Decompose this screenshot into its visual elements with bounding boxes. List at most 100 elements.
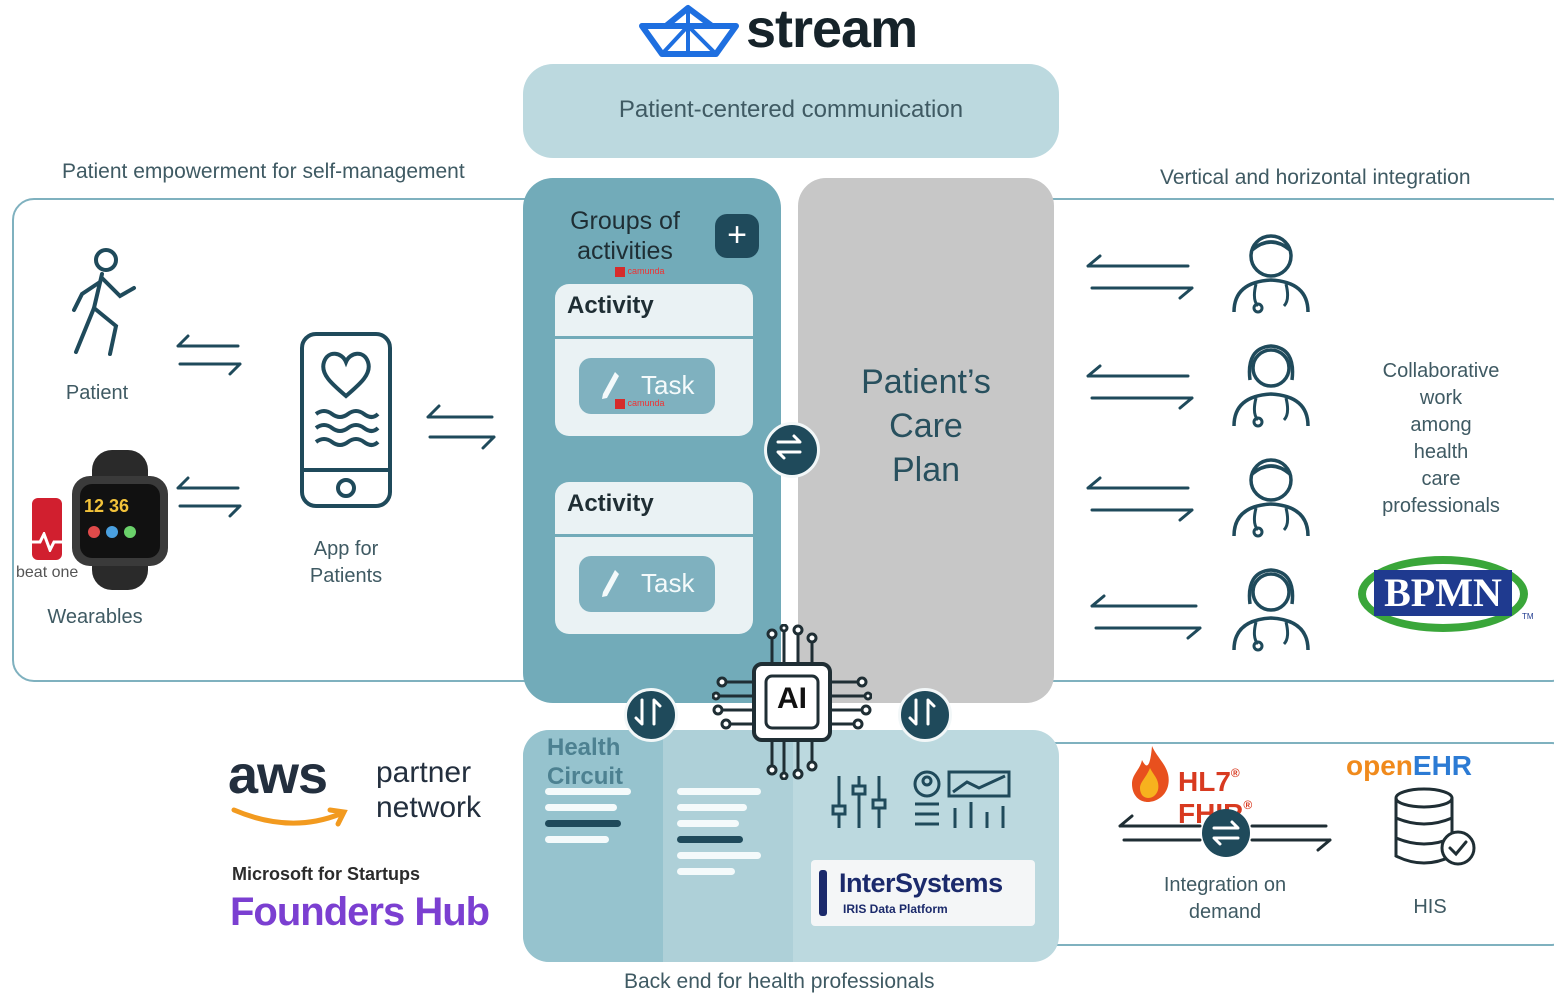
his-label: HIS — [1413, 896, 1447, 918]
care-plan-title: Patient’s Care Plan — [798, 360, 1054, 493]
patient-label: Patient — [65, 382, 129, 404]
right-section-title: Vertical and horizontal integration — [1160, 166, 1471, 189]
doctor-male-icon — [1232, 234, 1310, 314]
bpmn-tm: TM — [1522, 612, 1534, 621]
beat-one-logo: beat one — [14, 496, 94, 586]
bpmn-text: BPMN — [1374, 570, 1512, 616]
professionals-arrows — [1084, 250, 1204, 650]
sync-vertical-left-button[interactable] — [624, 688, 678, 742]
openehr-ehr-text: EHR — [1412, 750, 1473, 781]
sync-vertical-right-button[interactable] — [898, 688, 952, 742]
activity-header: Activity — [567, 292, 654, 319]
task-button[interactable]: Task — [579, 358, 715, 414]
app-label-line1: App for — [313, 538, 379, 560]
backend-footer-label: Back end for health professionals — [624, 970, 935, 993]
exchange-arrows-icon — [1086, 364, 1194, 410]
integration-line2: demand — [1188, 901, 1262, 923]
paper-boat-icon — [639, 5, 739, 57]
openehr-open-text: open — [1346, 750, 1413, 781]
left-section-title: Patient empowerment for self-management — [62, 160, 465, 183]
patient-centered-title: Patient-centered communication — [618, 96, 964, 123]
task-label: Task — [641, 568, 695, 598]
add-group-button[interactable]: + — [715, 214, 759, 258]
exchange-arrows-icon — [426, 404, 496, 450]
aws-partner-text: partner network — [376, 756, 481, 825]
exchange-arrows-icon — [1090, 594, 1202, 640]
task-button[interactable]: Task — [579, 556, 715, 612]
sync-button[interactable] — [764, 422, 820, 478]
database-check-icon — [1394, 787, 1476, 866]
swap-vertical-icon — [908, 698, 936, 726]
health-circuit-title: Health Circuit — [547, 734, 623, 792]
collab-line5: care — [1421, 468, 1461, 490]
patient-centered-box: Patient-centered communication — [523, 64, 1059, 158]
doctor-male-icon — [1232, 458, 1310, 538]
care-plan-line3: Plan — [891, 451, 961, 490]
doctor-female-icon — [1232, 344, 1310, 428]
camunda-text: camunda — [627, 266, 665, 276]
wearables-label: Wearables — [47, 606, 143, 628]
aws-smile-icon — [231, 807, 348, 827]
activity-header: Activity — [567, 490, 654, 517]
intersystems-text: InterSystems — [839, 868, 1003, 898]
activity-card[interactable]: Activity Task camunda — [555, 284, 753, 436]
exchange-arrows-icon — [1086, 476, 1194, 522]
exchange-arrows-icon — [176, 334, 242, 376]
activity-card[interactable]: Activity Task — [555, 482, 753, 634]
care-plan-panel: Patient’s Care Plan — [798, 178, 1054, 703]
groups-title-line1: Groups of — [570, 207, 680, 235]
doctor-female-icon — [1232, 568, 1310, 652]
pencil-icon — [602, 372, 619, 399]
integration-line1: Integration on — [1163, 874, 1287, 896]
beat-one-text: beat one — [16, 564, 79, 581]
running-person-icon — [72, 248, 136, 356]
groups-title-line2: activities — [577, 237, 673, 265]
flame-icon — [1132, 746, 1169, 802]
aws-text: aws — [228, 745, 328, 805]
heartbeat-icon — [28, 532, 68, 552]
camunda-badge: camunda — [615, 398, 665, 409]
iris-text: IRIS Data Platform — [843, 902, 948, 916]
collaborative-work-label: Collaborative work among health care pro… — [1360, 358, 1522, 520]
exchange-arrows-icon — [1086, 254, 1194, 300]
openehr-logo: openEHR — [1346, 750, 1472, 782]
hl7-text: HL7 — [1178, 766, 1231, 797]
ms-startups-text: Microsoft for Startups — [232, 864, 421, 884]
exchange-arrows-icon — [176, 476, 242, 518]
sliders-icon — [831, 776, 887, 828]
backend-panel: Health Circuit InterSystems IRIS Data Pl… — [523, 730, 1059, 962]
partner-line: partner — [376, 756, 472, 789]
app-label-line2: Patients — [309, 565, 383, 587]
brand-logo: stream — [636, 0, 936, 64]
swap-vertical-icon — [634, 698, 662, 726]
watch-time: 12 36 — [84, 496, 130, 516]
app-label: App for Patients — [286, 536, 406, 590]
collab-line1: Collaborative — [1382, 360, 1500, 382]
integration-arrows-icon — [1118, 809, 1332, 857]
circuit-chip-icon — [712, 624, 872, 780]
groups-of-activities-panel: Groups of activities + camunda Activity … — [523, 178, 781, 703]
collab-line2: work — [1419, 387, 1463, 409]
task-label: Task — [641, 370, 695, 400]
collab-line4: health — [1413, 441, 1469, 463]
health-line1: Health — [547, 734, 621, 761]
ai-label: AI — [777, 682, 807, 715]
care-plan-line2: Care — [889, 407, 963, 446]
groups-title: Groups of activities — [545, 206, 705, 266]
hl7-fhir-logo: HL7® FHIR® — [1128, 744, 1318, 829]
swap-horizontal-icon — [776, 434, 802, 460]
ai-chip: AI — [712, 624, 872, 780]
smartwatch: 12 36 — [70, 450, 174, 590]
camunda-badge: camunda — [615, 266, 665, 277]
care-plan-line1: Patient’s — [861, 363, 991, 401]
bpmn-logo: BPMN TM — [1358, 556, 1538, 636]
phone-heart-icon — [300, 332, 392, 508]
camunda-text: camunda — [627, 398, 665, 408]
integration-label: Integration on demand — [1140, 872, 1310, 926]
health-line2: Circuit — [547, 762, 624, 790]
brand-name: stream — [746, 0, 918, 59]
founders-hub-text: Founders Hub — [230, 890, 490, 934]
aws-partner-logo: aws partner network — [228, 745, 508, 846]
network-line: network — [376, 790, 482, 824]
plus-icon: + — [727, 216, 747, 254]
